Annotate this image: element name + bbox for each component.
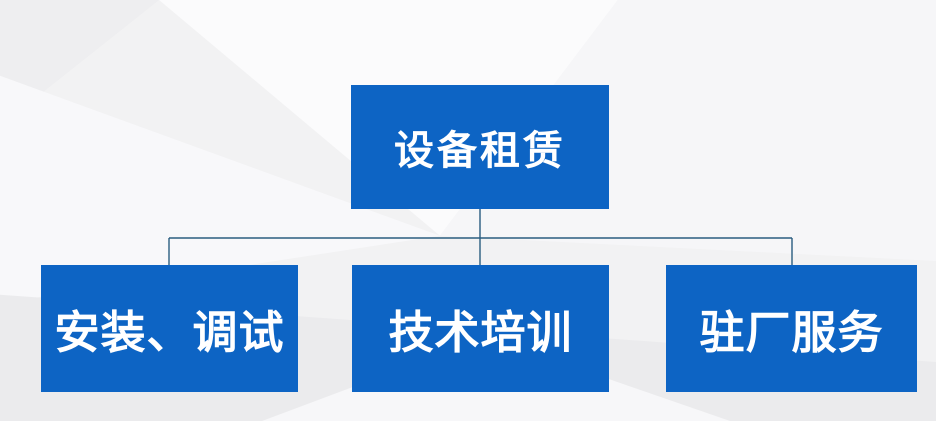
node-label: 安装、调试: [54, 306, 285, 359]
node-equipment-rental: 设备租赁: [351, 85, 609, 209]
node-label: 设备租赁: [394, 127, 566, 174]
node-label: 技术培训: [388, 306, 573, 359]
node-onsite-factory-service: 驻厂服务: [666, 265, 917, 392]
node-installation-debugging: 安装、调试: [41, 265, 298, 392]
node-label: 驻厂服务: [699, 306, 884, 359]
node-technical-training: 技术培训: [352, 265, 609, 392]
